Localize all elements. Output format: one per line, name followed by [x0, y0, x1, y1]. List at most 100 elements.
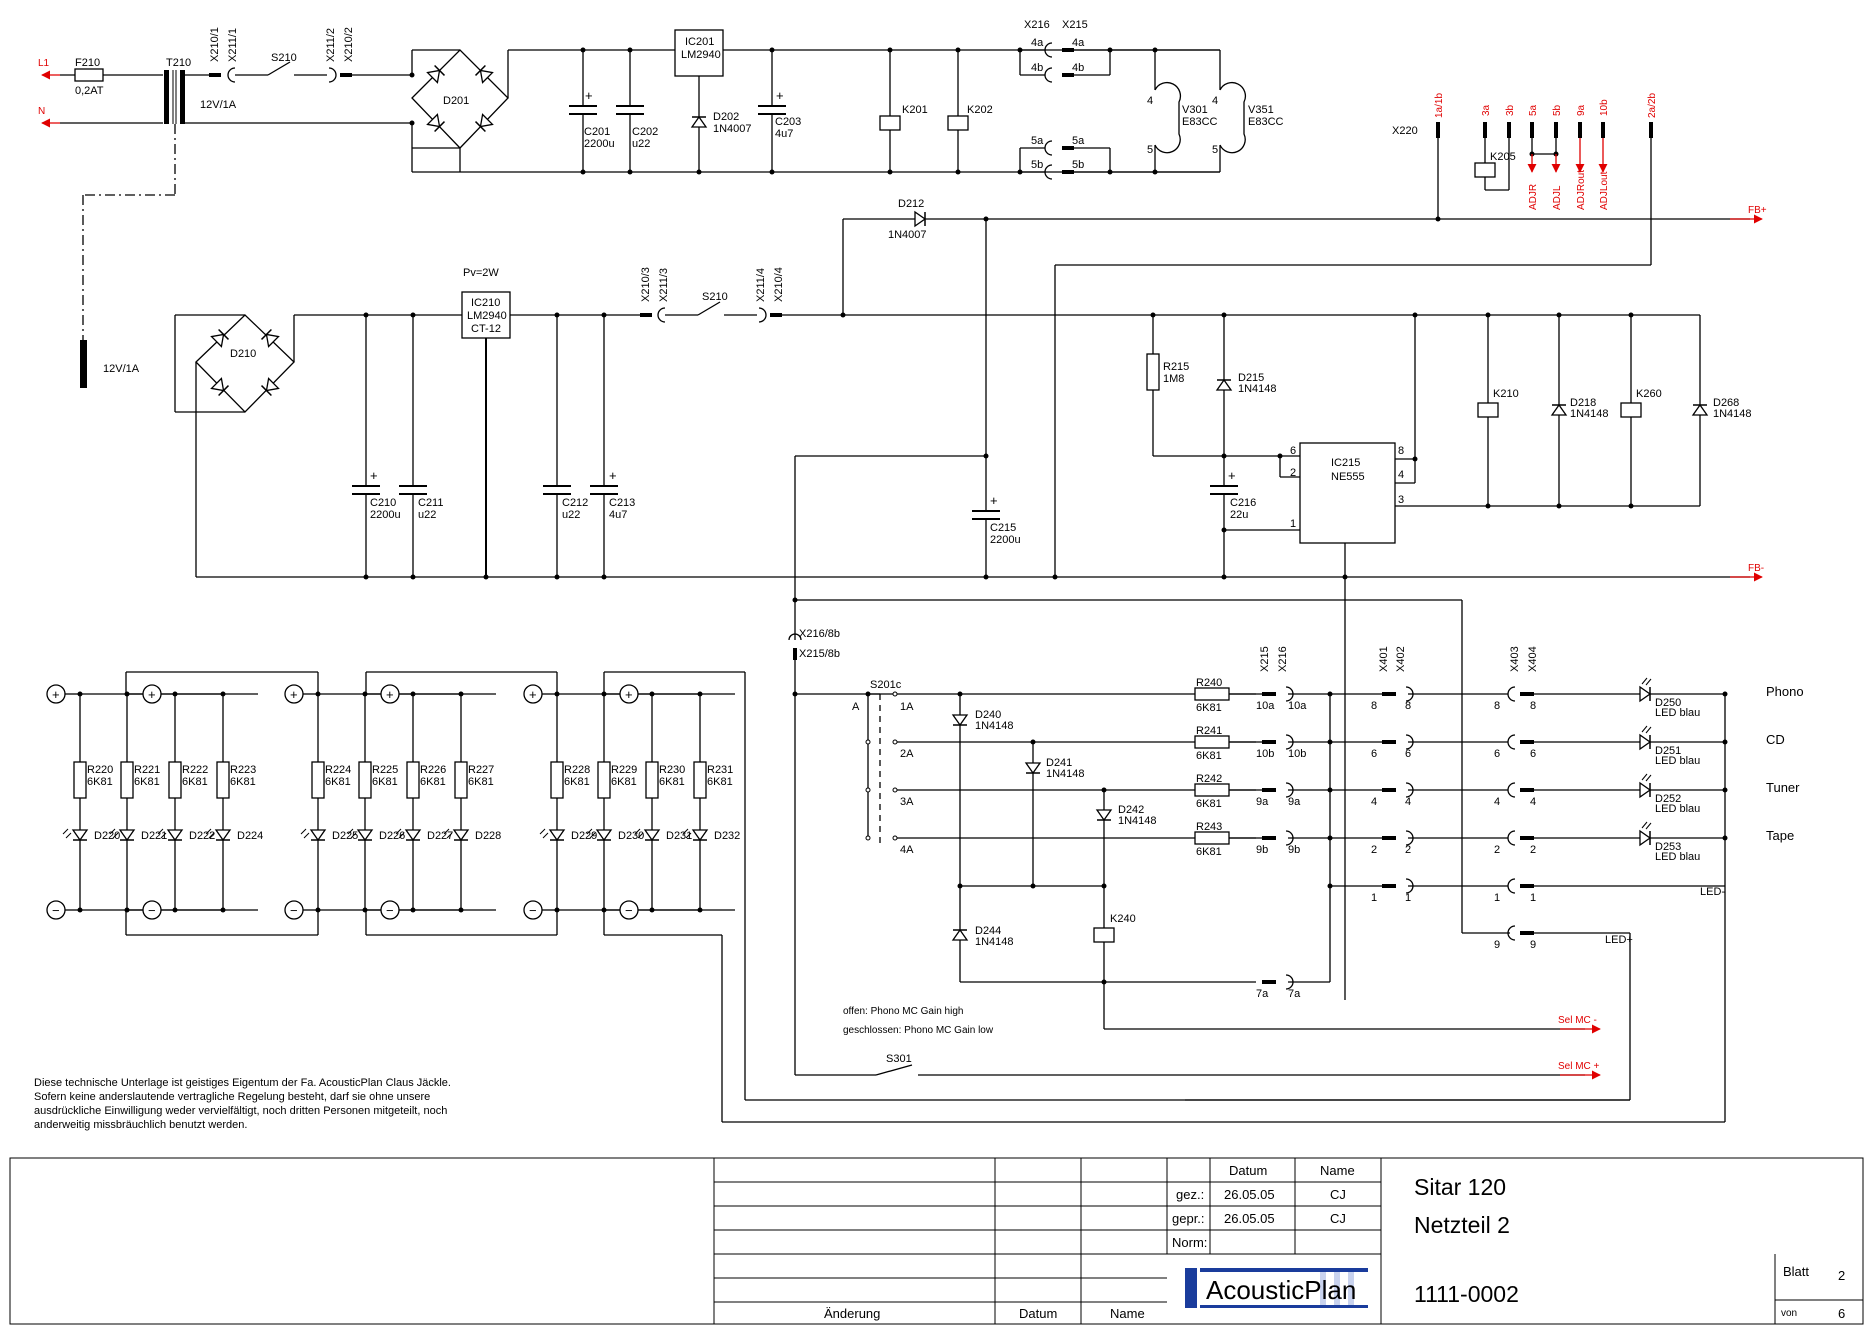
svg-text:5: 5 — [1147, 144, 1153, 156]
svg-text:5a: 5a — [1528, 104, 1539, 116]
svg-text:2: 2 — [1494, 844, 1500, 856]
c202-value: u22 — [632, 138, 650, 150]
svg-text:8: 8 — [1405, 700, 1411, 712]
svg-text:X404: X404 — [1527, 646, 1539, 672]
tb-gepr-name: CJ — [1330, 1211, 1346, 1226]
svg-text:5: 5 — [1212, 144, 1218, 156]
tb-col-name: Name — [1320, 1163, 1355, 1178]
svg-text:1a/1b: 1a/1b — [1434, 93, 1445, 118]
c216-name: C216 — [1230, 497, 1256, 509]
svg-text:X402: X402 — [1395, 646, 1407, 672]
minus-terminal-icon: − — [46, 900, 66, 920]
resistor-value: 6K81 — [420, 776, 446, 788]
ic210-type: LM2940 — [467, 310, 507, 322]
led-plus-label: LED+ — [1605, 934, 1633, 946]
tb-blatt: 2 — [1838, 1268, 1845, 1283]
switch-s210-mid: S210 — [702, 291, 728, 303]
plus-terminal-icon: + — [284, 684, 304, 704]
conn-x211-2: X211/2 — [325, 28, 337, 62]
tb-gez-date: 26.05.05 — [1224, 1187, 1275, 1202]
resistor-label: R220 — [87, 764, 113, 776]
svg-text:4: 4 — [1494, 796, 1500, 808]
svg-text:4: 4 — [1530, 796, 1536, 808]
d241-type: 1N4148 — [1046, 768, 1085, 780]
c211-value: u22 — [418, 509, 436, 521]
conn-x216-8b: X216/8b — [799, 628, 840, 640]
input-label: CD — [1766, 732, 1785, 747]
resistor-R221 — [120, 761, 134, 799]
tb-von-label: von — [1781, 1308, 1797, 1319]
svg-text:5a: 5a — [1072, 135, 1085, 147]
c216-value: 22u — [1230, 509, 1248, 521]
resistor-value: 6K81 — [230, 776, 256, 788]
led-D220 — [62, 828, 88, 841]
svg-text:R241: R241 — [1196, 725, 1222, 737]
led-label: D228 — [475, 830, 501, 842]
svg-text:anderweitig missbräuchlich ben: anderweitig missbräuchlich benutzt werde… — [34, 1119, 247, 1131]
input-label: Phono — [1766, 684, 1804, 699]
svg-text:2: 2 — [1290, 467, 1296, 479]
bridge-d210: D210 — [195, 314, 295, 413]
led-minus-label: LED- — [1700, 886, 1725, 898]
svg-text:3b: 3b — [1505, 104, 1516, 116]
svg-text:X210/3: X210/3 — [640, 267, 652, 302]
n-label: N — [38, 106, 45, 117]
svg-text:5a: 5a — [1031, 135, 1044, 147]
resistor-label: R223 — [230, 764, 256, 776]
tb-title: Sitar 120 — [1414, 1174, 1506, 1200]
svg-text:2: 2 — [1530, 844, 1536, 856]
led-D225 — [300, 828, 326, 841]
svg-text:6K81: 6K81 — [1196, 846, 1222, 858]
tb-blatt-label: Blatt — [1783, 1264, 1809, 1279]
svg-text:LED blau: LED blau — [1655, 851, 1700, 863]
led-D252 — [1639, 773, 1652, 798]
c202-name: C202 — [632, 126, 658, 138]
tb-gez-name: CJ — [1330, 1187, 1346, 1202]
svg-text:2: 2 — [1405, 844, 1411, 856]
d218-type: 1N4148 — [1570, 408, 1609, 420]
resistor-label: R226 — [420, 764, 446, 776]
fuse-name: F210 — [75, 57, 100, 69]
svg-text:3: 3 — [1398, 494, 1404, 506]
svg-text:X216: X216 — [1277, 646, 1289, 672]
plus-symbol: + — [148, 687, 156, 702]
minus-symbol: − — [290, 903, 298, 918]
svg-text:8: 8 — [1371, 700, 1377, 712]
svg-text:D252: D252 — [1655, 793, 1681, 805]
led-label: D232 — [714, 830, 740, 842]
svg-text:X215: X215 — [1259, 646, 1271, 672]
svg-text:ADJR: ADJR — [1528, 184, 1539, 210]
input-label: Tape — [1766, 828, 1794, 843]
minus-symbol: − — [52, 903, 60, 918]
d215-name: D215 — [1238, 372, 1264, 384]
minus-terminal-icon: − — [142, 900, 162, 920]
d212-type: 1N4007 — [888, 229, 927, 241]
minus-terminal-icon: − — [284, 900, 304, 920]
svg-text:5b: 5b — [1031, 159, 1043, 171]
ic215 — [1299, 442, 1396, 544]
svg-text:4: 4 — [1212, 95, 1218, 107]
conn-x216-header: X216 — [1024, 19, 1050, 31]
svg-text:9b: 9b — [1288, 844, 1300, 856]
svg-text:+: + — [776, 88, 784, 103]
svg-text:Diese technische Unterlage ist: Diese technische Unterlage ist geistiges… — [34, 1077, 451, 1089]
plus-terminal-icon: + — [523, 684, 543, 704]
svg-text:4A: 4A — [900, 844, 914, 856]
minus-terminal-icon: − — [619, 900, 639, 920]
svg-text:6: 6 — [1494, 748, 1500, 760]
acousticplan-logo: AcousticPlan — [1185, 1268, 1368, 1308]
tb-gepr-date: 26.05.05 — [1224, 1211, 1275, 1226]
resistor-R223 — [216, 761, 230, 799]
resistor-value: 6K81 — [134, 776, 160, 788]
switch-s201c: S201c — [870, 679, 902, 691]
svg-text:6: 6 — [1530, 748, 1536, 760]
resistor-R227 — [454, 761, 468, 799]
r215-value: 1M8 — [1163, 373, 1184, 385]
plus-terminal-icon: + — [380, 684, 400, 704]
svg-text:3a: 3a — [1481, 104, 1492, 116]
led-label: D230 — [618, 830, 644, 842]
tb-von: 6 — [1838, 1306, 1845, 1321]
svg-text:1A: 1A — [900, 701, 914, 713]
svg-text:R242: R242 — [1196, 773, 1222, 785]
